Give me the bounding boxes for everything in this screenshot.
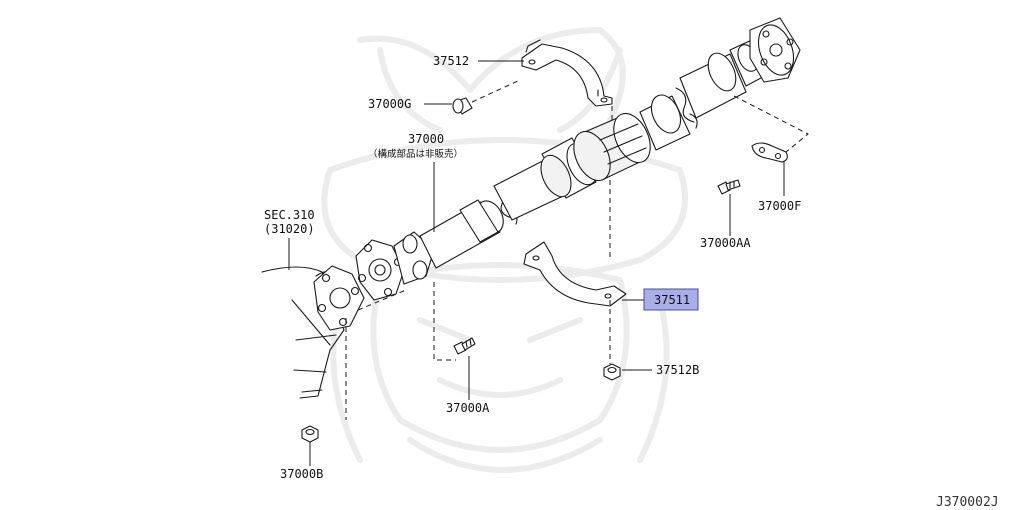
- label-37512[interactable]: 37512: [433, 54, 469, 68]
- label-37000G[interactable]: 37000G: [368, 97, 411, 111]
- upper-bracket-37512: [521, 39, 613, 107]
- transmission-flange: [313, 265, 365, 331]
- label-37000A[interactable]: 37000A: [446, 401, 490, 415]
- label-37000B[interactable]: 37000B: [280, 467, 323, 481]
- label-37000AA[interactable]: 37000AA: [700, 236, 751, 250]
- bolt-37000A: [453, 337, 476, 355]
- nut-37512B: [603, 363, 621, 381]
- label-37512B[interactable]: 37512B: [656, 363, 699, 377]
- label-37511[interactable]: 37511: [654, 293, 690, 307]
- assembly-dash-lines: [345, 79, 809, 420]
- propeller-shaft: [355, 17, 801, 301]
- nut-37000B: [301, 425, 319, 443]
- leader-lines: [288, 60, 785, 466]
- label-sec-310-sub: (31020): [264, 222, 315, 236]
- label-sec-310[interactable]: SEC.310: [264, 208, 315, 222]
- clip-37000F: [751, 142, 788, 163]
- label-37000-note: （構成部品は非販売）: [368, 148, 463, 160]
- drawing-code: J370002J: [936, 495, 999, 510]
- lower-bracket-37511: [523, 241, 627, 307]
- grommet-37000G: [452, 97, 473, 115]
- bolt-37000AA: [717, 179, 741, 195]
- label-37000[interactable]: 37000: [408, 132, 444, 146]
- highlight-box-37511: [643, 288, 699, 311]
- label-37000F[interactable]: 37000F: [758, 199, 801, 213]
